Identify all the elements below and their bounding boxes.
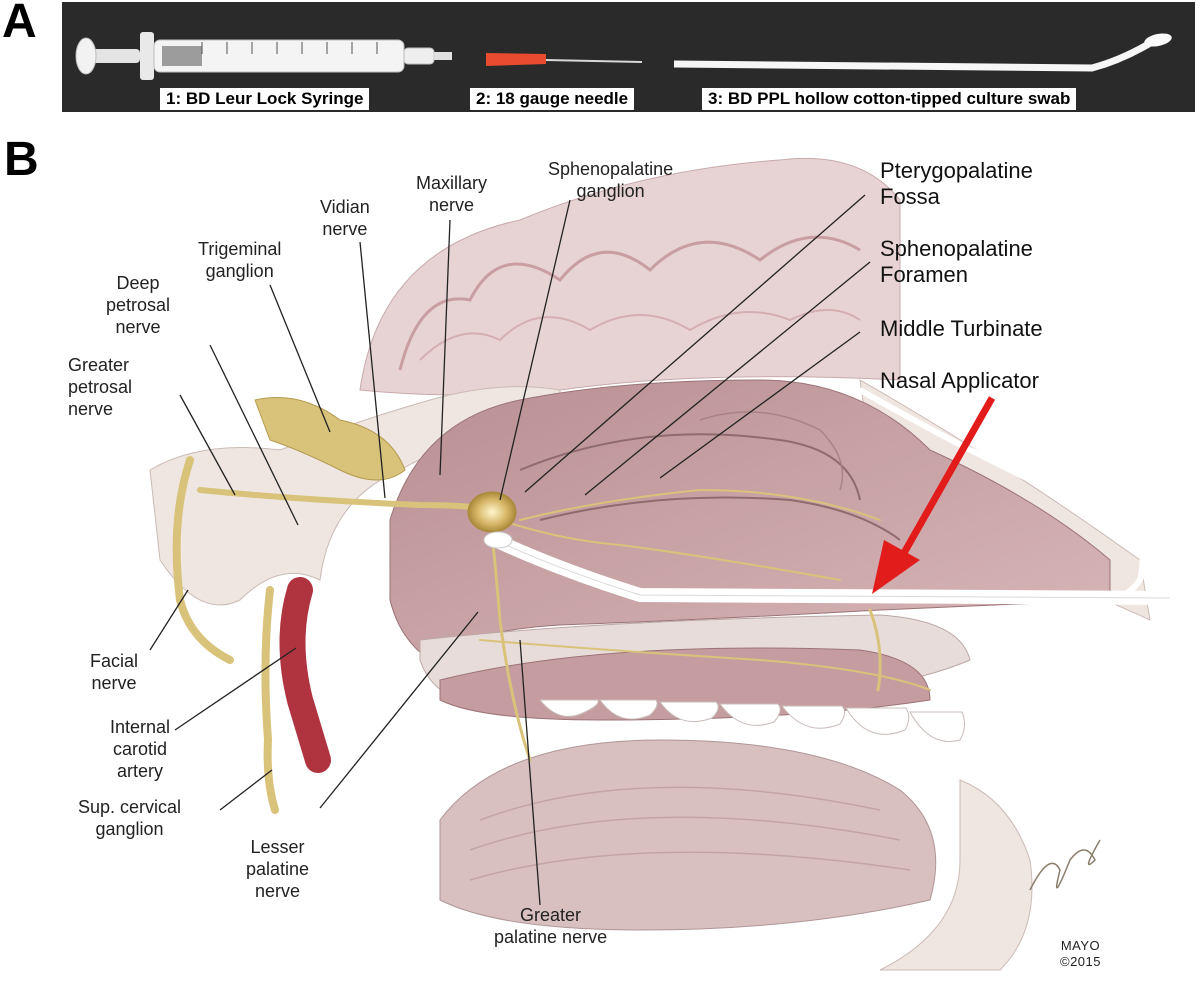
- label-greater-petrosal-nerve: Greater petrosal nerve: [68, 355, 133, 419]
- swab-image: [673, 33, 1172, 72]
- syringe-label: 1: BD Leur Lock Syringe: [160, 88, 370, 110]
- label-lesser-palatine-nerve: Lesser palatine nerve: [246, 837, 310, 901]
- nerve-pathways: [172, 456, 931, 814]
- syringe-image: [75, 32, 452, 80]
- nasal-applicator: [483, 531, 1177, 605]
- label-facial-nerve: Facial nerve: [90, 651, 139, 693]
- leader-lines: [149, 194, 871, 906]
- equipment-photo: 1: BD Leur Lock Syringe 2: 18 gauge need…: [62, 2, 1195, 112]
- palate-and-mouth: [419, 614, 1033, 971]
- equipment-photo-drawing: [75, 32, 1172, 80]
- label-middle-turbinate: Middle Turbinate: [880, 316, 1043, 341]
- brain-region: [359, 157, 901, 396]
- label-sup-cervical-ganglion: Sup. cervical ganglion: [78, 797, 182, 839]
- internal-carotid-artery: [279, 577, 331, 773]
- label-sphenopalatine-foramen: Sphenopalatine Foramen: [880, 236, 1033, 287]
- label-deep-petrosal-nerve: Deep petrosal nerve: [106, 273, 171, 337]
- needle-label: 2: 18 gauge needle: [470, 88, 635, 110]
- trigeminal-ganglion: [254, 397, 406, 481]
- label-trigeminal-ganglion: Trigeminal ganglion: [198, 239, 282, 281]
- swab-label: 3: BD PPL hollow cotton-tipped culture s…: [702, 88, 1077, 110]
- needle-image: [486, 53, 643, 66]
- label-sphenopalatine-ganglion: Sphenopalatine ganglion: [548, 159, 674, 201]
- panel-a-letter: A: [2, 0, 37, 48]
- label-internal-carotid-artery: Internal carotid artery: [110, 717, 171, 781]
- label-vidian-nerve: Vidian nerve: [320, 197, 370, 239]
- nasal-applicator-pointer-arrow: [872, 396, 996, 594]
- sphenopalatine-ganglion: [467, 491, 517, 533]
- label-greater-palatine-nerve: Greater palatine nerve: [494, 905, 608, 947]
- label-nasal-applicator: Nasal Applicator: [880, 368, 1039, 393]
- label-pterygopalatine-fossa: Pterygopalatine Fossa: [880, 158, 1033, 209]
- artist-signature: [1029, 839, 1101, 891]
- label-maxillary-nerve: Maxillary nerve: [416, 173, 488, 215]
- copyright-credit: MAYO ©2015: [1060, 938, 1101, 969]
- panel-b-letter: B: [4, 133, 39, 186]
